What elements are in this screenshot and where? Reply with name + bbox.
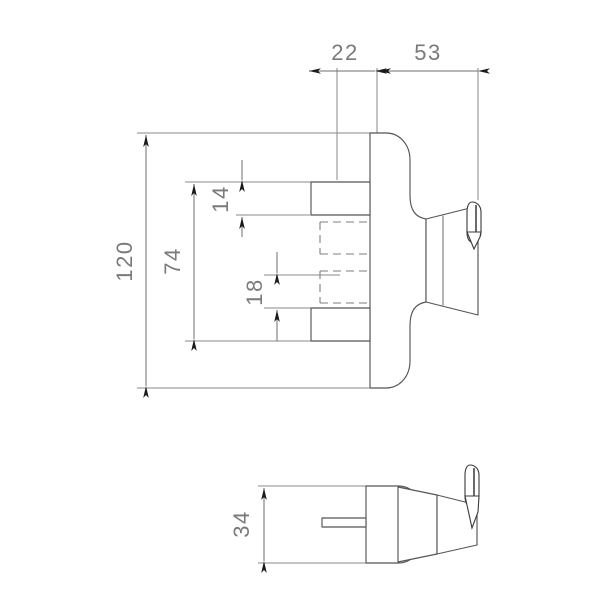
hidden-thread-lower [319, 270, 370, 304]
top-view-taper-first [397, 486, 438, 563]
dim-label-34: 34 [229, 510, 254, 537]
dim-label-53: 53 [414, 40, 441, 65]
top-view: 34 [229, 464, 480, 573]
dim-label-18: 18 [242, 278, 267, 305]
stem-slot-bottom [310, 307, 371, 342]
dim-label-120: 120 [112, 240, 137, 281]
cone-section-outline [425, 205, 479, 316]
clip-tail-front [466, 231, 482, 251]
front-view: 22 53 120 74 [112, 40, 490, 398]
retaining-clip-top [464, 464, 480, 530]
dim-label-74: 74 [160, 247, 185, 274]
retaining-clip-front [466, 201, 482, 251]
hidden-thread-upper [319, 221, 370, 255]
vertical-dimension-120-group: 120 [112, 132, 372, 398]
clip-tail-top [464, 495, 480, 530]
dim-label-14: 14 [208, 185, 233, 212]
horizontal-dimension-group: 22 53 [309, 40, 490, 200]
top-view-taper-second [436, 494, 478, 555]
stem-slot-top [310, 181, 371, 216]
dim-label-22: 22 [331, 40, 358, 65]
vertical-dimension-34-group: 34 [229, 485, 375, 573]
top-view-pin [321, 517, 367, 528]
